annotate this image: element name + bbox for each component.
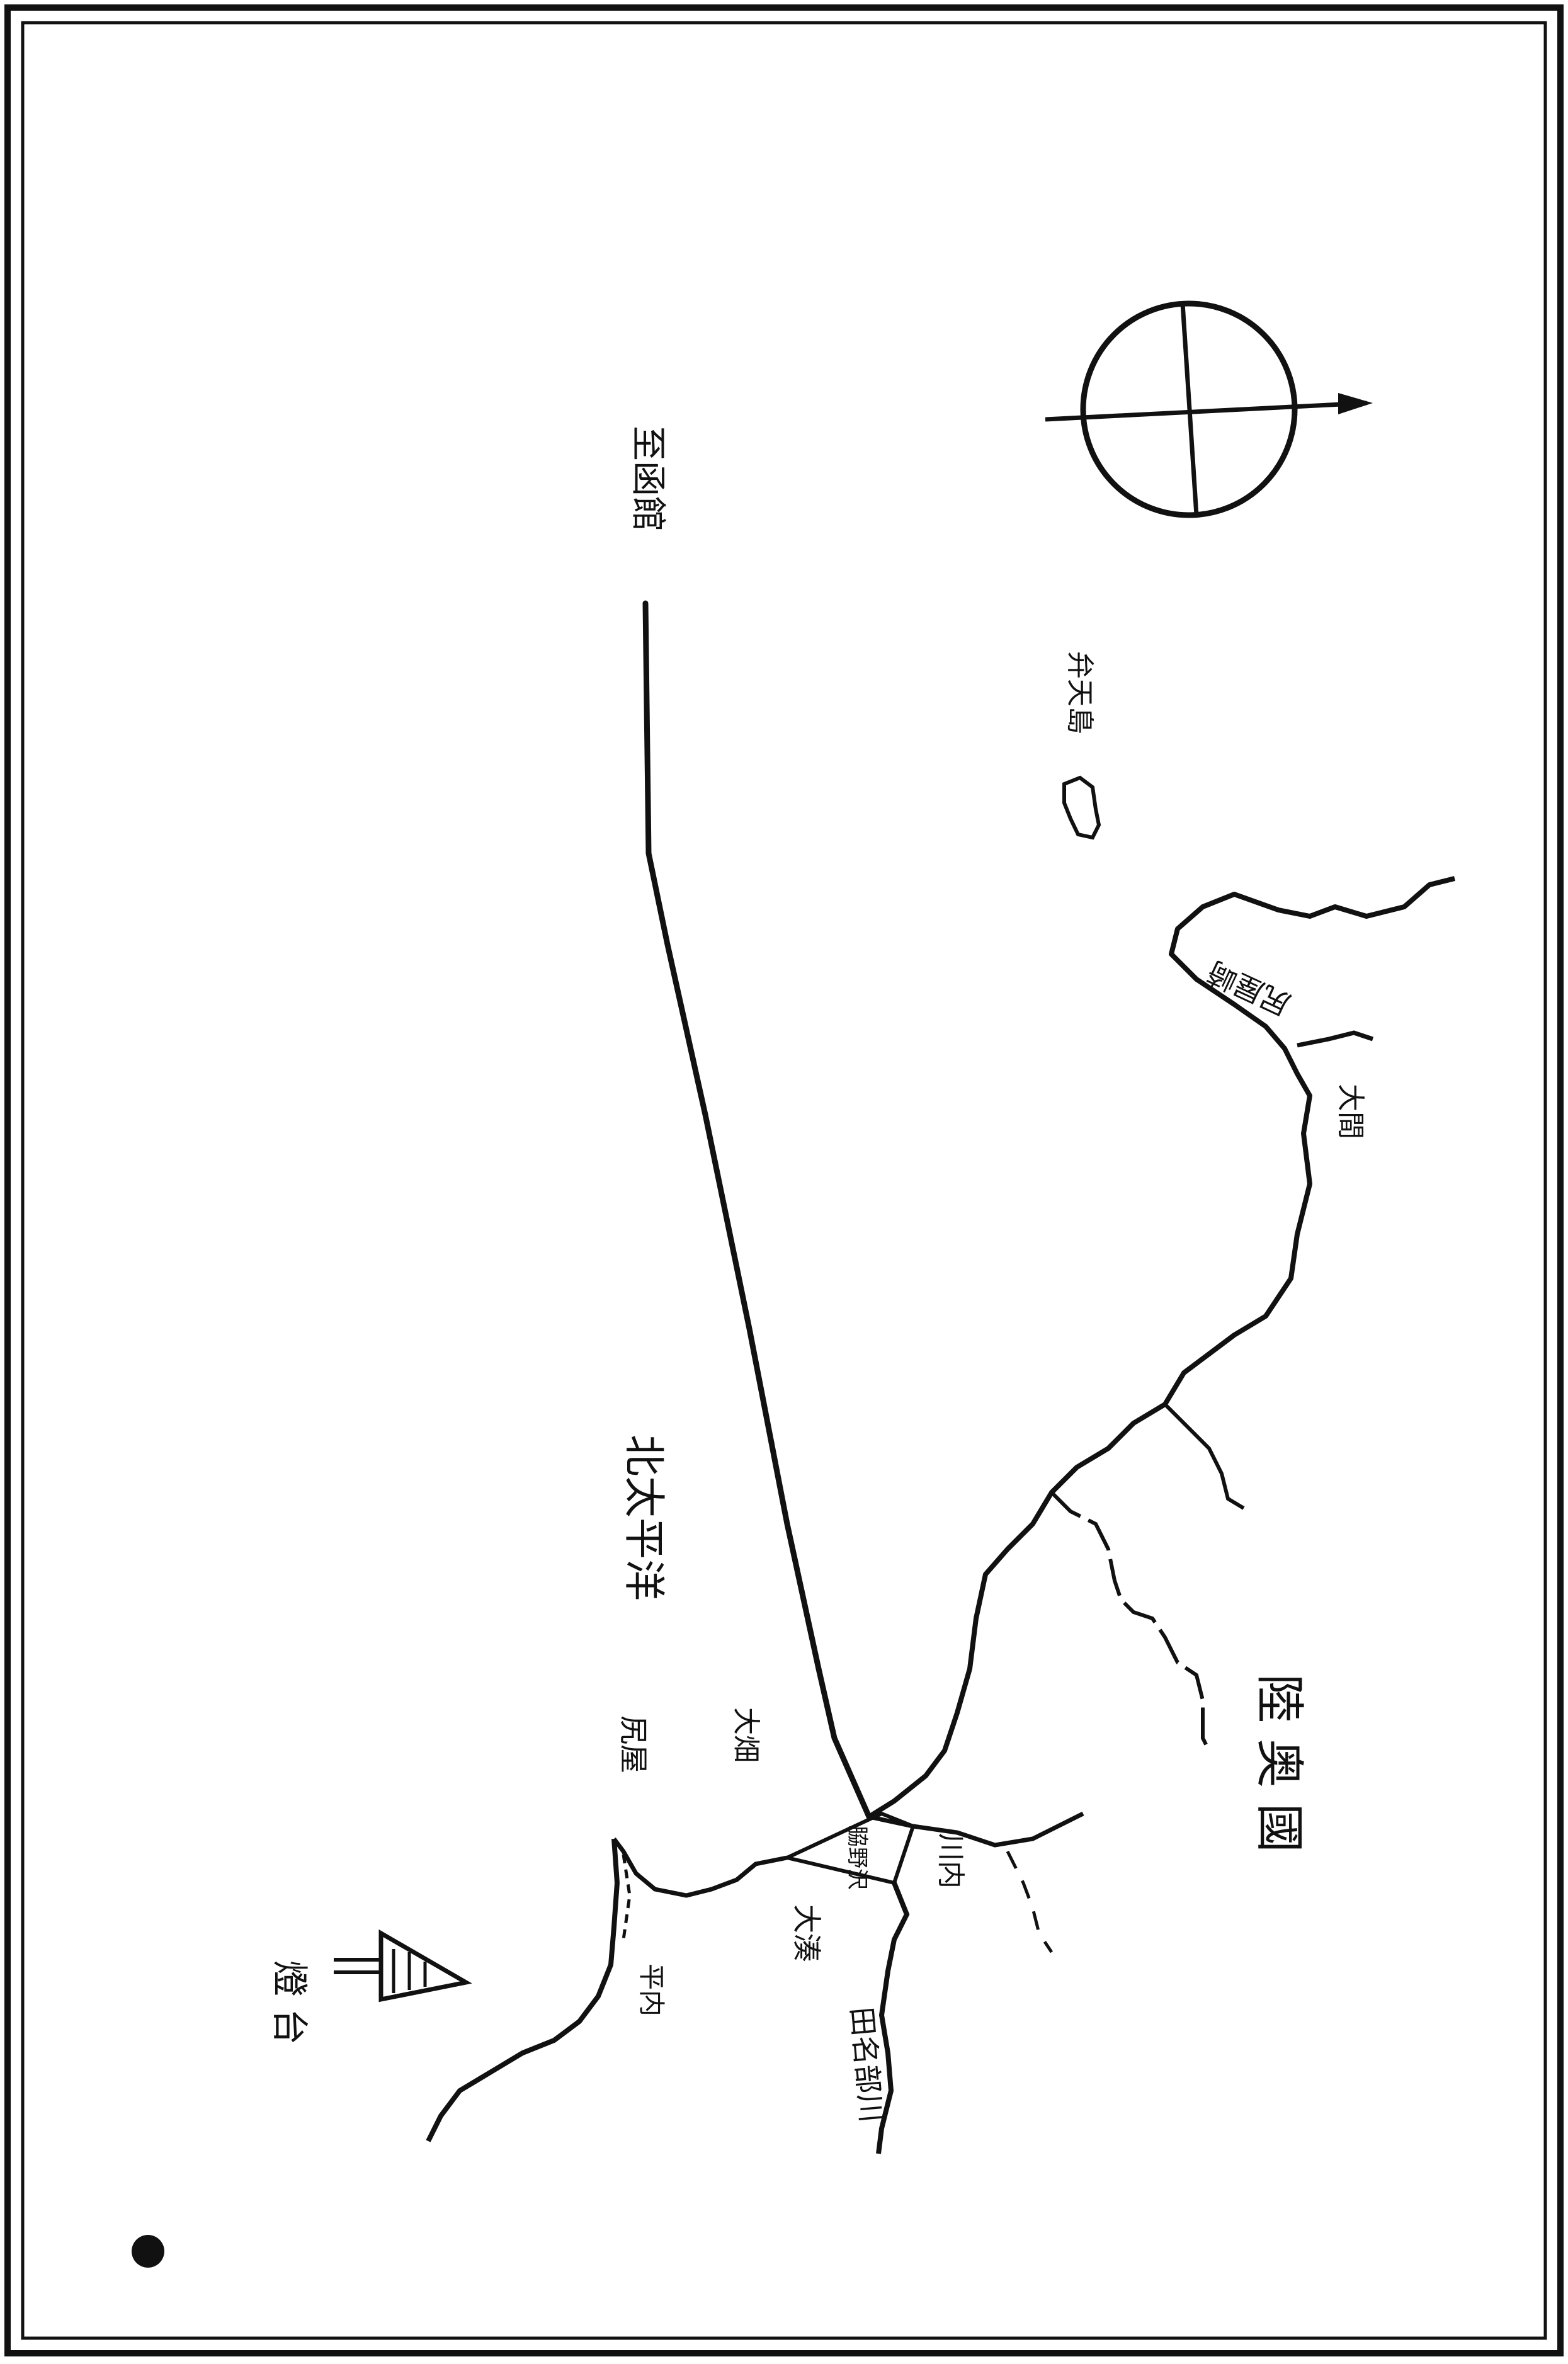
label-line-top: 至函館 xyxy=(627,426,668,531)
label-small-b-group: 脇野沢 xyxy=(844,1826,870,1890)
inner-frame xyxy=(21,21,1547,2340)
label-island: 弁天島 xyxy=(1064,651,1096,734)
river-central xyxy=(1050,1491,1211,1752)
river-east xyxy=(1163,1402,1245,1510)
label-line-low: 尻屋 xyxy=(616,1715,650,1773)
label-line-mid-group: 北太平洋 xyxy=(620,1435,668,1601)
label-small-a-group: 川内 xyxy=(935,1833,967,1889)
river-tributary xyxy=(1006,1850,1054,1953)
label-place-far-left: 平内 xyxy=(636,1963,667,2016)
label-place-small-b: 脇野沢 xyxy=(844,1826,870,1890)
coastline-west-dashed xyxy=(622,1854,632,1940)
coastline-north xyxy=(867,876,1455,1819)
label-place-north-coast: 大間 xyxy=(1334,1084,1366,1139)
coastline-bay xyxy=(612,1837,788,1898)
label-island-group: 弁天島 xyxy=(1064,651,1096,734)
label-legend: 燈 台 xyxy=(268,1960,311,2045)
sea-route-line xyxy=(642,600,872,1820)
label-land-region-group: 陸 奥 國 xyxy=(1251,1674,1307,1853)
harbour-triangle xyxy=(781,1811,916,1885)
outer-frame xyxy=(4,4,1564,2356)
lighthouse-icon xyxy=(334,1929,472,2003)
island-shape xyxy=(1062,775,1101,840)
ink-blot xyxy=(132,2235,164,2268)
label-far-left-group: 平内 xyxy=(636,1963,667,2016)
compass-rose-icon xyxy=(1045,300,1373,518)
coastline-cape-branch xyxy=(1297,1030,1374,1048)
coastline-west xyxy=(426,1838,620,2142)
river-south xyxy=(868,1811,1084,1848)
label-north-coast-group: 大間 xyxy=(1334,1084,1366,1139)
label-line-top-group: 至函館 xyxy=(627,426,668,531)
label-place-near-cape: 大畑 xyxy=(730,1707,762,1763)
label-line-mid: 北太平洋 xyxy=(620,1435,668,1601)
label-line-low-group: 尻屋 xyxy=(616,1715,650,1773)
coastline-south xyxy=(876,1882,910,2154)
label-place-small-a: 川内 xyxy=(935,1833,967,1889)
label-river-b: 大湊 xyxy=(790,1904,824,1962)
label-land-region: 陸 奥 國 xyxy=(1251,1674,1307,1853)
label-legend-group: 燈 台 xyxy=(268,1960,311,2045)
label-near-cape-group: 大畑 xyxy=(730,1707,762,1763)
label-river-b-group: 大湊 xyxy=(790,1904,824,1962)
